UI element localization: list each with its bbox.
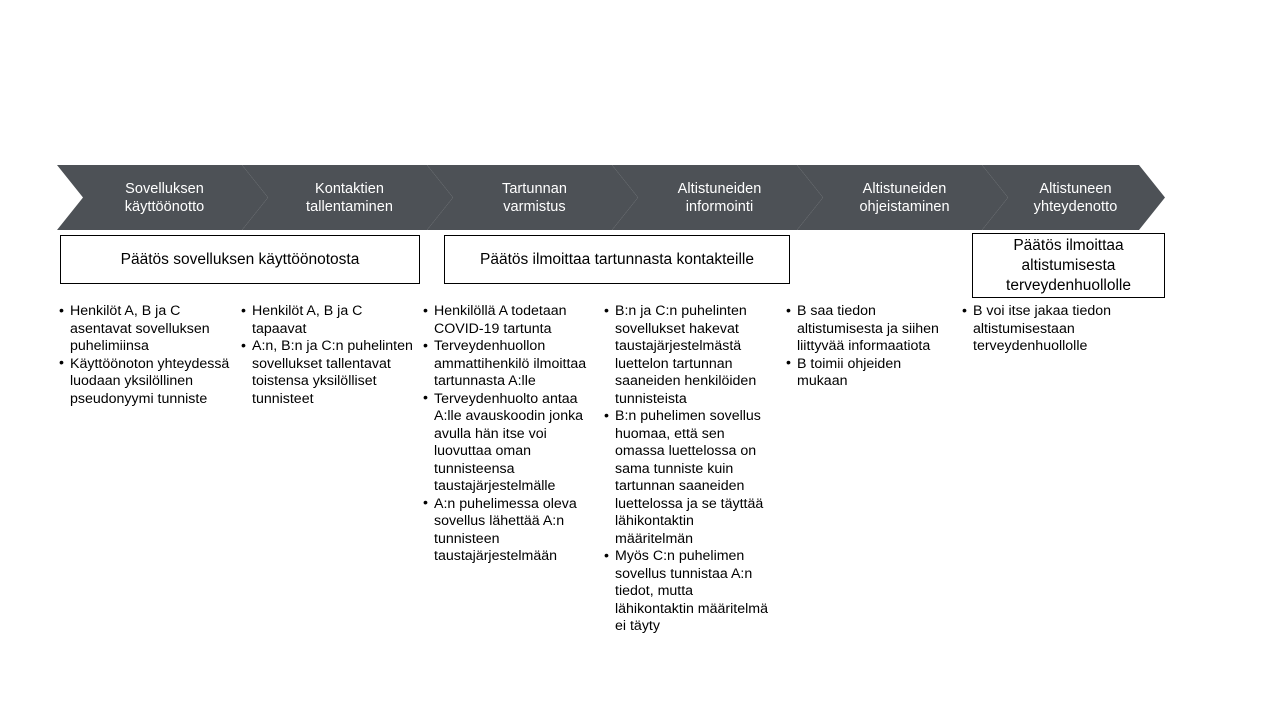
list-item: B:n puhelimen sovellus huomaa, että sen … (604, 408, 770, 548)
list-item: B voi itse jakaa tiedon altistumisestaan… (962, 303, 1114, 356)
bullet-column-4: B:n ja C:n puhelinten sovellukset hakeva… (604, 303, 770, 636)
decision-box-notify-contacts-label: Päätös ilmoittaa tartunnasta kontakteill… (480, 250, 754, 268)
chevron-step-1-label: Sovelluksen käyttöönotto (124, 180, 205, 215)
bullet-list-3: Henkilöllä A todetaan COVID-19 tartunta … (423, 303, 591, 566)
decision-box-app-adoption-label: Päätös sovelluksen käyttöönotosta (120, 250, 360, 268)
list-item: Henkilöllä A todetaan COVID-19 tartunta (423, 303, 591, 338)
list-item: B saa tiedon altistumisesta ja siihen li… (786, 303, 946, 356)
chevron-step-2-label: Kontaktien tallentaminen (306, 180, 393, 215)
bullet-column-6: B voi itse jakaa tiedon altistumisestaan… (962, 303, 1114, 356)
bullet-column-5: B saa tiedon altistumisesta ja siihen li… (786, 303, 946, 391)
bullet-list-2: Henkilöt A, B ja C tapaavat A:n, B:n ja … (241, 303, 417, 408)
list-item: B:n ja C:n puhelinten sovellukset hakeva… (604, 303, 770, 408)
chevron-step-4[interactable]: Altistuneiden informointi (612, 165, 823, 230)
chevron-step-1[interactable]: Sovelluksen käyttöönotto (57, 165, 268, 230)
process-chevron-band: Sovelluksen käyttöönotto Kontaktien tall… (57, 165, 1165, 230)
chevron-step-6[interactable]: Altistuneen yhteydenotto (982, 165, 1165, 230)
list-item: Terveydenhuollon ammattihenkilö ilmoitta… (423, 338, 591, 391)
decision-box-notify-contacts[interactable]: Päätös ilmoittaa tartunnasta kontakteill… (444, 235, 790, 284)
chevron-step-4-label: Altistuneiden informointi (677, 180, 762, 215)
bullet-list-6: B voi itse jakaa tiedon altistumisestaan… (962, 303, 1114, 356)
list-item: Henkilöt A, B ja C asentavat sovelluksen… (59, 303, 231, 356)
bullet-column-3: Henkilöllä A todetaan COVID-19 tartunta … (423, 303, 591, 566)
list-item: Terveydenhuolto antaa A:lle avauskoodin … (423, 390, 591, 496)
list-item: Myös C:n puhelimen sovellus tunnistaa A:… (604, 548, 770, 636)
list-item: Henkilöt A, B ja C tapaavat (241, 303, 417, 338)
bullet-list-4: B:n ja C:n puhelinten sovellukset hakeva… (604, 303, 770, 636)
list-item: A:n, B:n ja C:n puhelinten sovellukset t… (241, 338, 417, 408)
decision-box-notify-healthcare[interactable]: Päätös ilmoittaa altistumisesta terveyde… (972, 233, 1165, 298)
decision-box-notify-healthcare-label: Päätös ilmoittaa altistumisesta terveyde… (1006, 236, 1131, 294)
list-item: Käyttöönoton yhteydessä luodaan yksilöll… (59, 355, 231, 409)
bullet-list-5: B saa tiedon altistumisesta ja siihen li… (786, 303, 946, 391)
chevron-step-3[interactable]: Tartunnan varmistus (427, 165, 638, 230)
list-item: A:n puhelimessa oleva sovellus lähettää … (423, 495, 591, 566)
list-item: B toimii ohjeiden mukaan (786, 355, 946, 391)
decision-box-app-adoption[interactable]: Päätös sovelluksen käyttöönotosta (60, 235, 420, 284)
chevron-step-5[interactable]: Altistuneiden ohjeistaminen (797, 165, 1008, 230)
chevron-step-5-label: Altistuneiden ohjeistaminen (859, 180, 950, 215)
chevron-step-2[interactable]: Kontaktien tallentaminen (242, 165, 453, 230)
chevron-step-3-label: Tartunnan varmistus (502, 180, 567, 215)
bullet-column-2: Henkilöt A, B ja C tapaavat A:n, B:n ja … (241, 303, 417, 408)
chevron-step-6-label: Altistuneen yhteydenotto (1033, 180, 1118, 215)
bullet-column-1: Henkilöt A, B ja C asentavat sovelluksen… (59, 303, 231, 408)
bullet-list-1: Henkilöt A, B ja C asentavat sovelluksen… (59, 303, 231, 408)
